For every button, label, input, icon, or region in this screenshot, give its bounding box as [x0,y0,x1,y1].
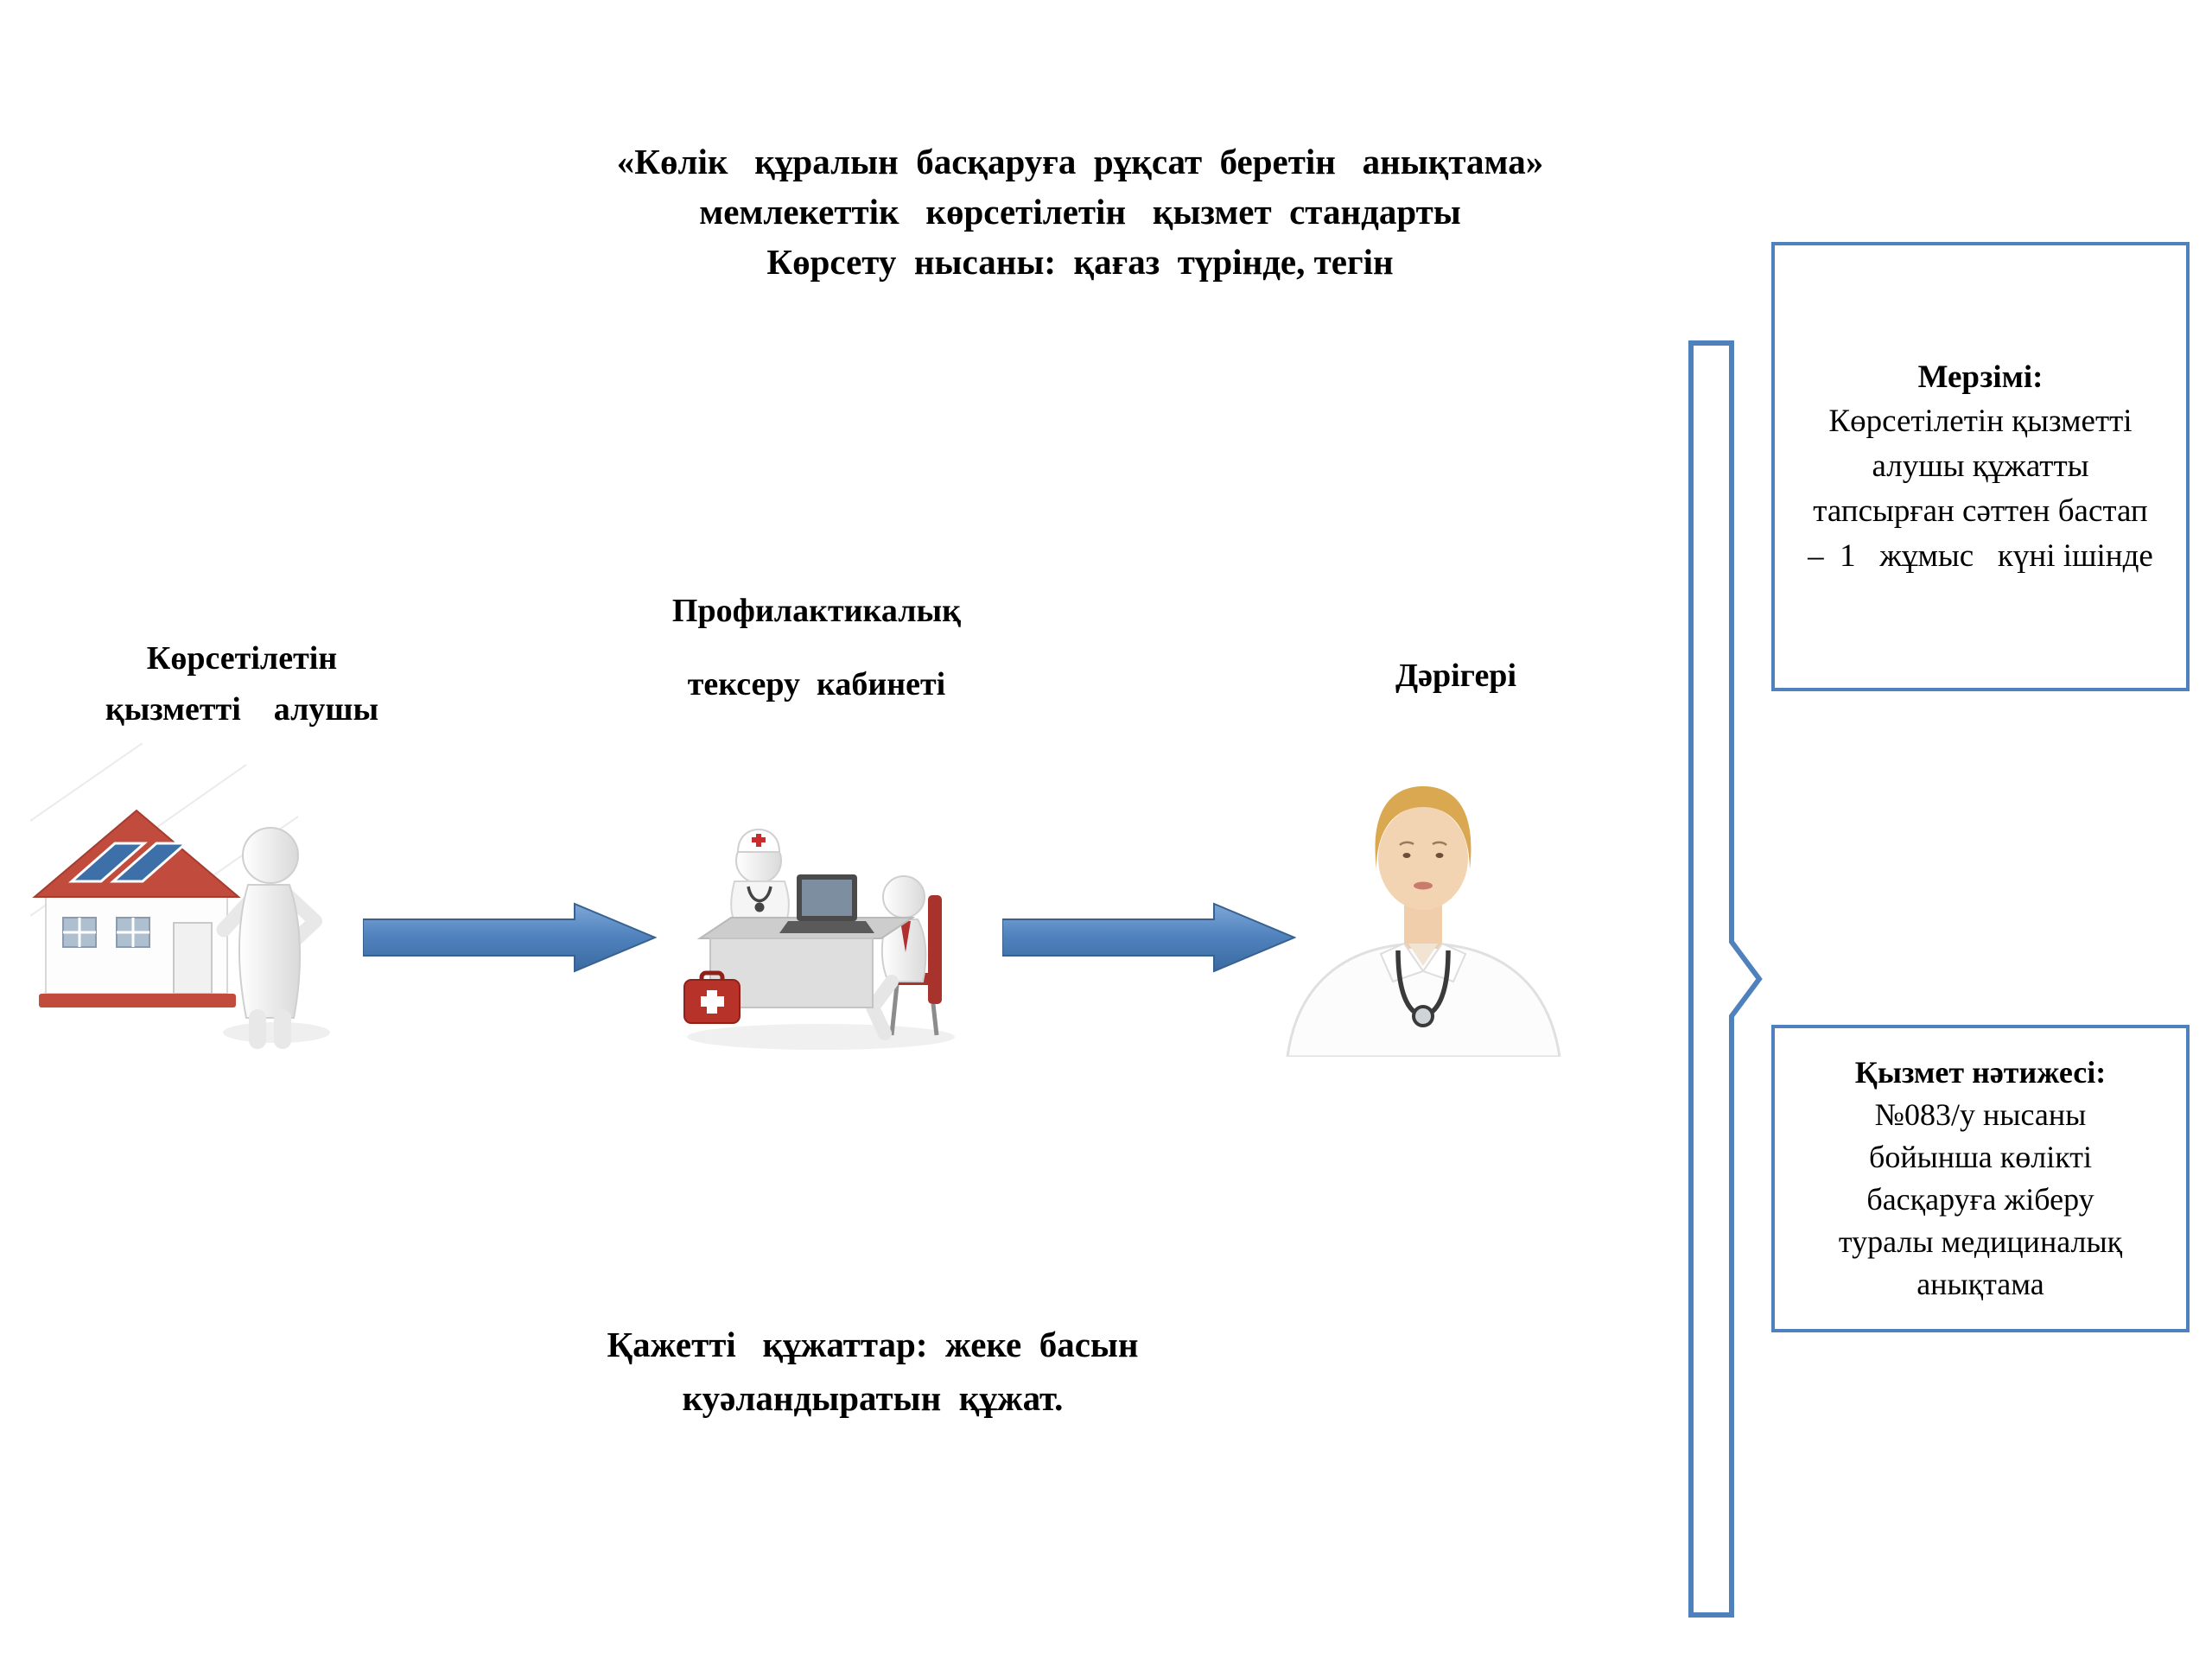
result-box: Қызмет нәтижесі: №083/у нысаны бойынша к… [1771,1025,2190,1332]
step-2-line-1: Профилактикалық [671,593,962,629]
title-line-2: мемлекеттік көрсетілетін қызмет стандарт… [699,192,1461,232]
required-docs-note: Қажетті құжаттар: жеке басын куәландырат… [607,1325,1139,1418]
house-with-person-icon [30,743,341,1050]
female-doctor-icon [1253,759,1594,1057]
title-line-1: «Көлік құралын басқаруға рұқсат беретін … [616,142,1544,181]
step-label-service-recipient: Көрсетілетін қызметті алушы [35,633,449,735]
diagram-title: «Көлік құралын басқаруға рұқсат беретін … [285,137,1875,288]
step-3-line-1: Дәрігері [1395,658,1516,694]
step-1-line-2: қызметті алушы [105,690,379,728]
step-label-checkup-office: Профилактикалық тексеру кабинеті [596,586,1037,710]
step-1-line-1: Көрсетілетін [146,640,338,677]
term-box-heading: Мерзімі: [1917,359,2044,395]
flow-arrow-2-icon [1002,902,1296,973]
title-line-3: Көрсету нысаны: қағаз түрінде, тегін [766,242,1394,283]
term-box-body: Көрсетілетін қызметті алушы құжатты тапс… [1808,404,2153,574]
bracket-pointer-icon [1687,339,1764,1619]
step-label-doctor: Дәрігері [1287,651,1624,702]
result-box-body: №083/у нысаны бойынша көлікті басқаруға … [1838,1097,2123,1301]
result-box-heading: Қызмет нәтижесі: [1854,1055,2107,1090]
term-box: Мерзімі: Көрсетілетін қызметті алушы құж… [1771,242,2190,691]
step-2-line-2: тексеру кабинеті [687,665,946,702]
medical-checkup-office-icon [665,750,976,1061]
flow-arrow-1-icon [363,902,657,973]
